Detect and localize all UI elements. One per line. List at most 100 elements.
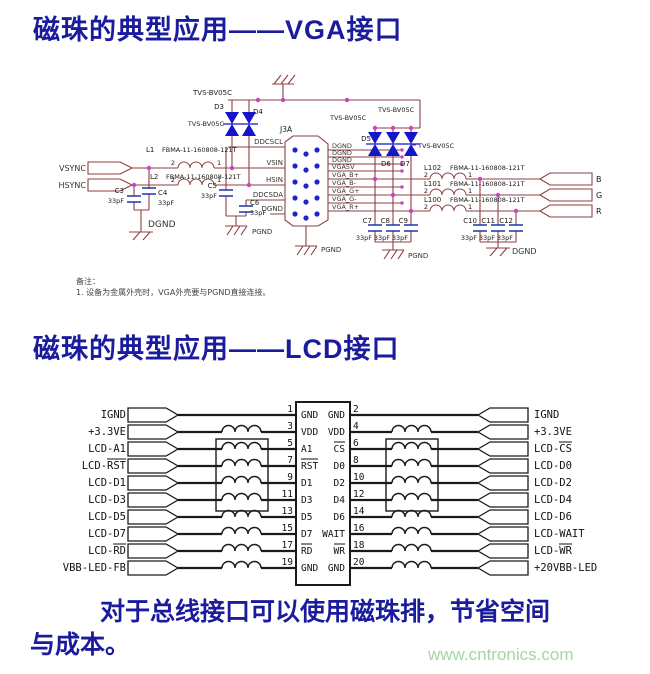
pin-number: 7 [287, 455, 293, 466]
cap-val: 33pF [201, 192, 217, 200]
pin-number: 10 [353, 472, 365, 483]
chassis-ground-icon [225, 74, 405, 260]
lcd-right-label: LCD-WR [534, 545, 573, 557]
hsync-label: HSYNC [58, 181, 86, 190]
diode-ref: D3 [214, 103, 224, 111]
bead-pin: 2 [171, 176, 175, 184]
pin-number: 15 [282, 523, 293, 534]
cap-val: 33pF [497, 234, 513, 242]
bead-ref: L102 [424, 164, 441, 172]
cap-val: 33pF [158, 199, 174, 207]
cap-ref: C8 [381, 217, 390, 225]
diode-ref: D7 [400, 160, 410, 168]
pin-number: 6 [353, 438, 359, 449]
diode-ref: D5 [361, 135, 371, 143]
cap-ref: C5 [208, 182, 217, 190]
vsync-label: VSYNC [59, 164, 86, 173]
bead-pin: 1 [217, 176, 221, 184]
pin-name: WR [334, 546, 346, 557]
tvs-part-label: TVS-BV05C [192, 89, 232, 97]
cap-ref: C6 [250, 199, 260, 207]
pin-name: GND [328, 563, 345, 574]
lcd-left-label: LCD-D7 [88, 528, 126, 540]
bead-ref: L1 [146, 146, 154, 154]
lcd-left-label: +3.3VE [88, 426, 126, 438]
r-port [538, 204, 593, 218]
pin-name: D6 [334, 512, 346, 523]
diode-ref: D4 [253, 108, 263, 116]
cap-val: 33pF [461, 234, 477, 242]
capacitor-symbols [127, 187, 523, 232]
pin-number: 17 [282, 540, 293, 551]
conn-right-net: VGA_G+ [332, 187, 360, 195]
vga-connector [284, 135, 329, 227]
footer-line1: 对于总线接口可以使用磁珠排，节省空间 [100, 598, 551, 626]
diode-ref: D6 [381, 160, 391, 168]
lcd-right-label: IGND [534, 409, 559, 421]
lcd-connector [295, 401, 351, 586]
pin-name: RD [301, 546, 313, 557]
lcd-right-label: +3.3VE [534, 426, 572, 438]
note-item: 1. 设备为金属外壳时，VGA外壳要与PGND直接连接。 [76, 287, 271, 297]
connector-ref: J3A [279, 125, 293, 134]
b-label: B [596, 175, 602, 184]
footer-line2: 与成本。 [30, 631, 131, 659]
cap-ref: C9 [399, 217, 408, 225]
pin-name: D3 [301, 495, 312, 506]
pin-number: 4 [353, 421, 359, 432]
left-port-flags [127, 407, 180, 576]
note-head: 备注： [76, 276, 100, 286]
g-port [538, 188, 593, 202]
bead-array-box-right [385, 438, 439, 512]
right-port-flags [476, 407, 529, 576]
cap-ref: C12 [499, 217, 513, 225]
pgnd-label: PGND [252, 228, 272, 236]
conn-right-net: VGA_B- [332, 179, 357, 187]
lcd-schematic: IGND +3.3VE LCD-A1 LCD-RST LCD-D1 LCD-D3… [63, 401, 597, 586]
cap-val: 33pF [250, 209, 266, 217]
conn-right-net: VGA5V [332, 163, 355, 171]
pin-number: 12 [353, 489, 364, 500]
bead-part: FBMA-11-160808-121T [450, 180, 525, 188]
tvs-part-label: TVS-BV05C [377, 106, 415, 114]
junction-dots [131, 97, 519, 214]
lcd-right-label: LCD-D0 [534, 460, 572, 472]
pin-number: 2 [353, 404, 359, 415]
footer-text: 对于总线接口可以使用磁珠排，节省空间 与成本。 [30, 596, 620, 662]
pin-number: 8 [353, 455, 359, 466]
pin-number: 18 [353, 540, 365, 551]
bead-coil-l101 [429, 188, 467, 196]
tvs-diode-icons [223, 112, 420, 156]
bead-ref: L2 [150, 173, 158, 181]
bead-pin: 1 [217, 159, 221, 167]
earth-ground-icon [129, 231, 510, 257]
lcd-right-label: LCD-CS [534, 443, 572, 455]
vga-schematic: TVS-BV05C TVS-BV05C TVS-BV05C TVS-BV05C … [58, 74, 602, 297]
conn-right-net: DGND [332, 149, 352, 157]
pin-name: VDD [328, 427, 345, 438]
vga-section-title: 磁珠的典型应用——VGA接口 [33, 15, 403, 45]
pin-number: 20 [353, 557, 365, 568]
vga-wires [132, 84, 548, 250]
cap-val: 33pF [392, 234, 408, 242]
bead-pin: 1 [468, 203, 472, 211]
pin-number: 14 [353, 506, 365, 517]
conn-left-net: HSIN [266, 176, 283, 184]
bead-pin: 2 [424, 171, 428, 179]
bead-pin: 2 [424, 187, 428, 195]
bead-array-box-left [215, 438, 269, 512]
lcd-left-label: LCD-D3 [88, 494, 126, 506]
active-low-overlines [107, 441, 572, 545]
pgnd-label: PGND [321, 246, 341, 254]
lcd-left-label: LCD-A1 [88, 443, 126, 455]
lcd-left-label: LCD-RST [82, 460, 127, 472]
pin-number: 3 [287, 421, 293, 432]
lcd-right-label: LCD-WAIT [534, 528, 585, 540]
tvs-part-label: TVS-BV05C [187, 120, 225, 128]
pin-name: D5 [301, 512, 312, 523]
pgnd-label: PGND [408, 252, 428, 260]
vsync-port [87, 161, 134, 175]
bead-ref: L101 [424, 180, 441, 188]
pin-name: GND [301, 563, 318, 574]
bead-part: FBMA-11-160808-121T [450, 164, 525, 172]
